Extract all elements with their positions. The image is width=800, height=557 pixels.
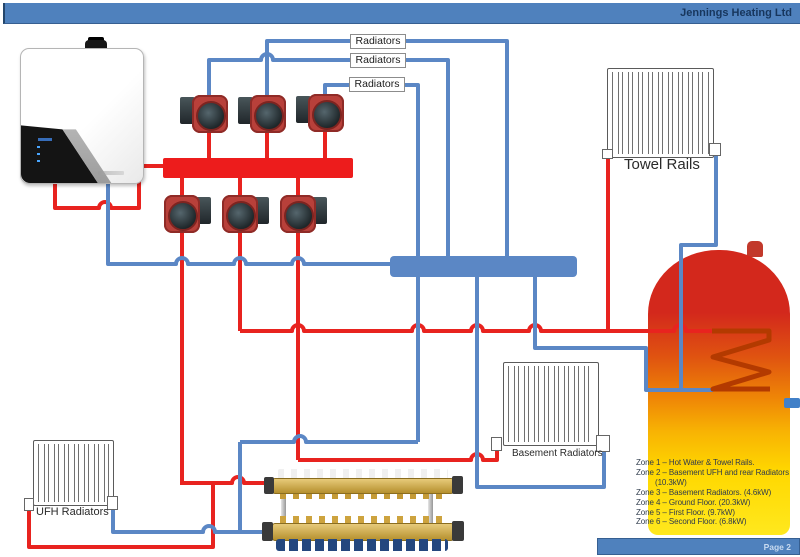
zone-legend: Zone 1 – Hot Water & Towel Rails. Zone 2…: [636, 458, 800, 527]
header-bar: Jennings Heating Ltd: [3, 3, 800, 24]
zone-item: Zone 5 – First Floor. (9.7kW): [636, 507, 735, 517]
pipe-cylinder-flow: [240, 323, 712, 333]
pipe-ufh-return-run: [240, 434, 418, 444]
basement-radiators-label: Basement Radiators: [512, 448, 603, 459]
branch-label-radiators-2: Radiators: [350, 53, 406, 68]
radiator-fins: [508, 366, 594, 442]
zone-item-continued: (10.3kW): [655, 477, 687, 487]
pump-bottom-3: [279, 194, 327, 236]
towel-rails-valve-left: [602, 149, 613, 159]
manifold-bracket: [428, 480, 433, 538]
pipe-ufh-manifold-flow: [180, 475, 274, 485]
zone-item: Zone 3 – Basement Radiators. (4.6kW): [636, 487, 772, 497]
branch-label-radiators-3: Radiators: [349, 77, 405, 92]
pump-face: [226, 201, 256, 231]
ufh-manifold: [262, 466, 464, 556]
pump-top-1: [180, 94, 228, 136]
pipe-basement-flow: [298, 442, 499, 462]
manifold-end-fitting: [452, 521, 464, 541]
manifold-end-fitting: [452, 476, 463, 494]
return-manifold: [390, 256, 577, 277]
basement-valve-left: [491, 437, 502, 451]
radiator-fins: [612, 72, 709, 154]
pump-face: [196, 101, 226, 131]
radiator-towel-rails: [607, 68, 714, 158]
manifold-end-fitting: [264, 477, 274, 494]
manifold-end-fitting: [262, 522, 273, 541]
zone-item: Zone 6 – Second Floor. (6.8kW): [636, 517, 747, 527]
boiler-display-mark: [38, 138, 52, 141]
radiator-basement: [503, 362, 599, 446]
boiler-flue-cap: [88, 37, 104, 42]
pump-top-3: [296, 93, 344, 135]
radiator-ufh: [33, 440, 114, 506]
boiler-led-indicators: [37, 146, 40, 166]
branch-label-radiators-1: Radiators: [350, 34, 406, 49]
radiator-fins: [38, 444, 109, 502]
ufh-valve-left: [24, 498, 34, 511]
ufh-flow-ports: [280, 494, 446, 499]
page-number: Page 2: [763, 541, 791, 552]
flow-meter-caps: [278, 469, 448, 479]
company-title: Jennings Heating Ltd: [680, 7, 792, 19]
zone-item: Zone 1 – Hot Water & Towel Rails.: [636, 458, 755, 467]
pump-bottom-2: [221, 194, 269, 236]
ufh-flow-bar: [272, 478, 454, 494]
towel-rails-label: Towel Rails: [624, 156, 700, 173]
pipe-ufh-radiator-return: [111, 500, 242, 534]
boiler-logo: [98, 171, 124, 175]
pump-top-2: [238, 94, 286, 136]
towel-rails-valve-right: [709, 143, 721, 156]
pump-face: [284, 201, 314, 231]
manifold-bracket: [281, 480, 286, 538]
zone-item: Zone 2 – Basement UFH and rear Radiators: [636, 467, 789, 477]
pump-face: [312, 100, 342, 130]
ufh-radiators-label: UFH Radiators: [36, 506, 109, 518]
flow-manifold: [163, 158, 353, 178]
pump-face: [254, 101, 284, 131]
zone-item: Zone 4 – Ground Floor. (20.3kW): [636, 497, 751, 507]
pump-face: [168, 201, 198, 231]
ufh-return-studs: [280, 516, 446, 524]
pump-terminal-box: [180, 97, 195, 124]
ufh-valve-caps: [276, 539, 448, 551]
pump-bottom-1: [163, 194, 211, 236]
footer-bar: Page 2: [597, 538, 800, 555]
cylinder-vent-knob: [747, 241, 763, 257]
